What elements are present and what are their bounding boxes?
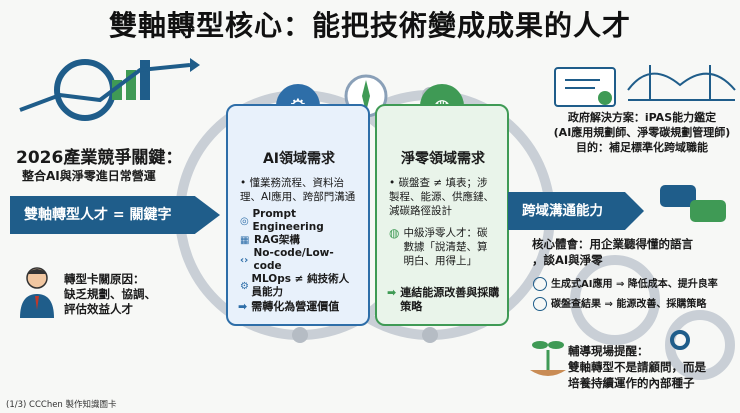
reason-line: 轉型卡關原因： — [64, 272, 145, 286]
bridge-icon — [627, 65, 736, 101]
nz-panel-title: 淨零領域需求 — [401, 151, 485, 167]
ai-panel: AI領域需求 • 懂業務流程、資料治理、AI應用、跨部門溝通 ◎Prompt E… — [226, 104, 370, 326]
person-icon — [20, 267, 54, 318]
arrow-right-icon: ➡ — [387, 286, 397, 299]
coach-line: 雙軸轉型不是請顧問，而是 — [568, 360, 706, 374]
gov-solution: 政府解決方案：iPAS能力鑑定 (AI應用規劃師、淨零碳規劃管理師) 目的：補足… — [546, 110, 738, 155]
tool-row: ⚙MLOps ≠ 純技術人員能力 — [240, 273, 358, 299]
ai-circle-icon — [533, 277, 547, 291]
ai-bullet: • 懂業務流程、資料治理、AI應用、跨部門溝通 — [240, 177, 356, 203]
gov-line: 目的：補足標準化跨域職能 — [576, 141, 708, 154]
code-icon: ‹› — [240, 254, 249, 266]
coach-line: 輔導現場提醒： — [568, 344, 649, 358]
footer-text: 連結能源改善與採購策略 — [400, 286, 500, 313]
core-item: 生成式AI應用 ⇒ 降低成本、提升良率 — [533, 277, 718, 291]
nz-talent-text: 中級淨零人才：碳數據「說清楚、算明白、用得上」 — [403, 227, 488, 267]
footer-credit: (1/3) CCChen 製作知識圖卡 — [6, 400, 117, 410]
core-item-text: 碳盤查結果 ⇒ 能源改善、採購策略 — [551, 298, 707, 310]
coach-line: 培養持續運作的內部種子 — [568, 376, 695, 390]
growth-chart-icon — [19, 58, 200, 121]
reason-line: 缺乏規劃、協調、 — [64, 287, 156, 301]
prompt-icon: ◎ — [240, 215, 249, 227]
reason-line: 評估效益人才 — [64, 302, 133, 316]
net-zero-panel: 淨零領域需求 • 碳盤查 ≠ 填表；涉製程、能源、供應鏈、減碳路徑設計 ◍中級淨… — [375, 104, 509, 326]
cross-domain-arrow: 跨域溝通能力 — [508, 192, 644, 230]
core-line: ，談AI與淨零 — [532, 253, 603, 267]
coach-reminder: 輔導現場提醒： 雙軸轉型不是請顧問，而是 培養持續運作的內部種子 — [568, 343, 738, 391]
gov-line: 政府解決方案：iPAS能力鑑定 — [567, 111, 717, 124]
key-talent-arrow: 雙軸轉型人才 = 關鍵字 — [10, 196, 220, 234]
tool-row: ▦ RAG架構 — [240, 234, 358, 247]
nz-bullet: • 碳盤查 ≠ 填表；涉製程、能源、供應鏈、減碳路徑設計 — [389, 177, 494, 217]
stuck-reason: 轉型卡關原因： 缺乏規劃、協調、 評估效益人才 — [64, 272, 214, 317]
arrow-right-icon: ➡ — [238, 300, 248, 313]
tool-label: MLOps ≠ 純技術人員能力 — [251, 273, 350, 298]
page-title: 雙軸轉型核心：能把技術變成成果的人才 — [108, 9, 631, 42]
tool-row: ◎Prompt Engineering — [240, 208, 358, 234]
certificate-icon — [554, 67, 616, 107]
ai-panel-title: AI領域需求 — [262, 151, 336, 167]
gov-line: (AI應用規劃師、淨零碳規劃管理師) — [553, 126, 731, 139]
nz-panel-footer: ➡連結能源改善與採購策略 — [387, 286, 507, 314]
left-heading: 2026產業競爭關鍵： — [16, 148, 183, 168]
tool-label: Prompt Engineering — [252, 208, 324, 233]
ai-panel-footer: ➡需轉化為營運價值 — [238, 300, 339, 314]
chat-bubbles-icon — [660, 185, 726, 222]
rag-icon: ▦ — [240, 235, 250, 246]
core-item-text: 生成式AI應用 ⇒ 降低成本、提升良率 — [551, 278, 718, 290]
carbon-circle-icon — [533, 297, 547, 311]
tool-label: No-code/Low-code — [253, 247, 334, 272]
tool-label: RAG架構 — [254, 234, 300, 246]
mlops-icon: ⚙ — [240, 280, 249, 292]
core-line: 核心體會：用企業聽得懂的語言 — [532, 237, 693, 251]
tool-row: ‹› No-code/Low-code — [240, 247, 358, 273]
footer-text: 需轉化為營運價值 — [251, 300, 340, 313]
earth-icon: ◍ — [389, 226, 400, 240]
core-insight: 核心體會：用企業聽得懂的語言 ，談AI與淨零 — [532, 236, 702, 268]
left-subheading: 整合AI與淨零進日常營運 — [22, 169, 156, 183]
nz-talent: ◍中級淨零人才：碳數據「說清楚、算明白、用得上」 — [389, 226, 497, 268]
seedling-icon — [530, 341, 566, 376]
core-item: 碳盤查結果 ⇒ 能源改善、採購策略 — [533, 297, 706, 311]
